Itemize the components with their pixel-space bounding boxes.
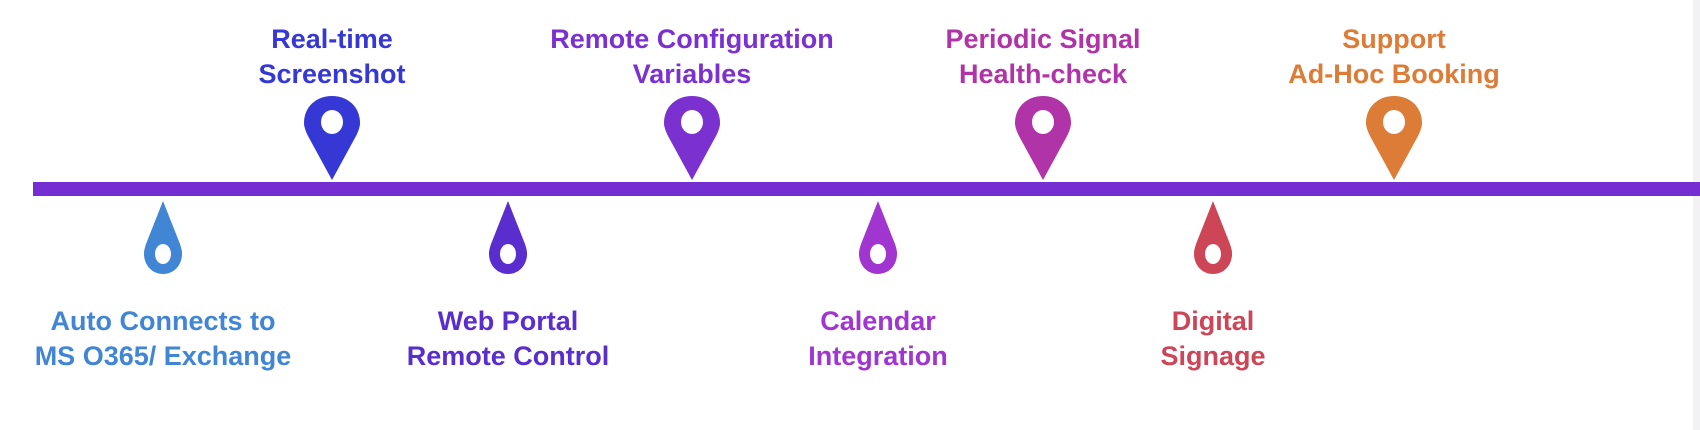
- item-label: Auto Connects to MS O365/ Exchange: [0, 304, 363, 374]
- item-label-line: Real-time: [271, 24, 393, 54]
- drop-pin-icon: [859, 201, 897, 274]
- item-label-line: Signage: [1160, 341, 1266, 371]
- timeline-line: [33, 182, 1700, 196]
- item-label-line: Remote Control: [406, 341, 610, 371]
- item-label-line: Periodic Signal: [945, 24, 1141, 54]
- item-label-line: Screenshot: [258, 59, 406, 89]
- item-label-line: Integration: [808, 341, 948, 371]
- drop-pin-icon: [1194, 201, 1232, 274]
- map-pin-icon: [304, 96, 360, 180]
- drop-pin-icon: [489, 201, 527, 274]
- item-label-line: Variables: [632, 59, 752, 89]
- item-label-line: Support: [1342, 24, 1446, 54]
- item-label-line: Calendar: [820, 306, 936, 336]
- item-label-line: Auto Connects to: [50, 306, 276, 336]
- right-edge: [1693, 0, 1700, 430]
- map-pin-icon: [1366, 96, 1422, 180]
- drop-pin-icon: [144, 201, 182, 274]
- item-label-line: Ad-Hoc Booking: [1288, 59, 1500, 89]
- map-pin-icon: [664, 96, 720, 180]
- map-pin-icon: [1015, 96, 1071, 180]
- item-label-line: Health-check: [958, 59, 1128, 89]
- item-label-line: Remote Configuration: [550, 24, 834, 54]
- item-label-line: Digital: [1171, 306, 1255, 336]
- item-label-line: Web Portal: [437, 306, 579, 336]
- item-label-line: MS O365/ Exchange: [34, 341, 292, 371]
